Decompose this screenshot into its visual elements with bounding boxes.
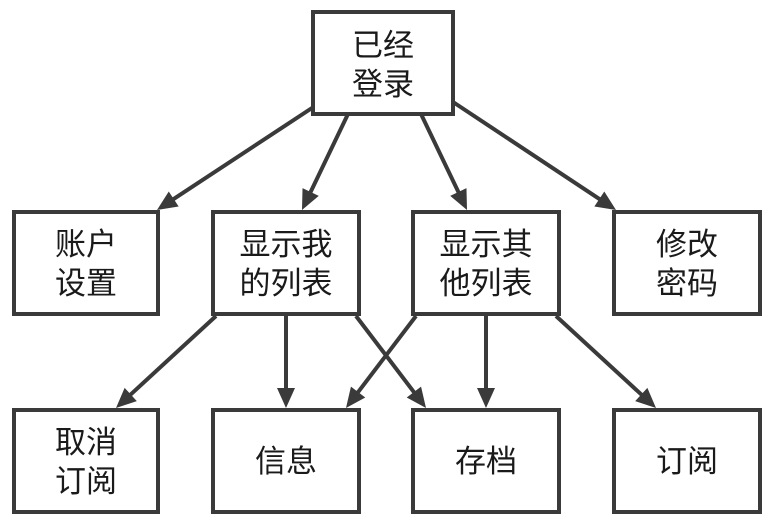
node-label-line: 登录 — [352, 67, 414, 103]
arrowhead-icon — [346, 386, 366, 408]
node-label-line: 已经 — [352, 28, 414, 64]
edge-show-other-list-to-archive — [477, 316, 495, 408]
edge-show-my-list-to-unsubscribe — [116, 314, 218, 408]
node-show-my-list: 显示我 的列表 — [211, 210, 361, 316]
edge-line — [554, 314, 645, 398]
node-label-line: 密码 — [656, 266, 718, 302]
node-label-line: 修改 — [656, 227, 718, 263]
node-info: 信息 — [211, 408, 361, 514]
edge-show-other-list-to-info — [346, 314, 418, 408]
arrowhead-icon — [157, 191, 179, 210]
edge-line — [307, 113, 350, 195]
edges-layer — [116, 100, 656, 408]
arrowhead-icon — [594, 191, 616, 210]
node-archive: 存档 — [411, 408, 561, 514]
arrowhead-icon — [277, 388, 295, 408]
node-account-settings: 账户 设置 — [12, 210, 160, 316]
arrowhead-icon — [635, 387, 656, 408]
edge-line — [355, 314, 418, 395]
arrowhead-icon — [116, 387, 137, 408]
node-subscribe: 订阅 — [612, 408, 762, 514]
node-label-line: 显示其 — [440, 227, 533, 263]
arrowhead-icon — [406, 386, 426, 408]
node-label-line: 账户 — [55, 227, 117, 263]
node-label-line: 取消 — [55, 425, 117, 461]
arrowhead-icon — [450, 188, 467, 210]
edge-logged-in-to-account-settings — [157, 104, 317, 210]
edge-line — [451, 100, 603, 202]
node-label-line: 显示我 — [240, 227, 333, 263]
node-label-line: 订阅 — [55, 464, 117, 500]
node-label-line: 设置 — [55, 266, 117, 302]
node-label-line: 他列表 — [440, 266, 533, 302]
edge-show-my-list-to-archive — [354, 314, 426, 408]
node-label-line: 存档 — [455, 444, 517, 480]
edge-show-my-list-to-info — [277, 316, 295, 408]
edge-line — [127, 314, 218, 398]
arrowhead-icon — [302, 188, 319, 210]
node-label-line: 的列表 — [240, 266, 333, 302]
node-change-password: 修改 密码 — [612, 210, 762, 316]
edge-line — [419, 113, 462, 195]
edge-logged-in-to-change-password — [451, 100, 616, 210]
node-label-line: 信息 — [255, 444, 317, 480]
edge-line — [170, 104, 317, 202]
node-label-line: 订阅 — [656, 444, 718, 480]
edge-logged-in-to-show-other-list — [419, 113, 467, 210]
arrowhead-icon — [477, 388, 495, 408]
node-logged-in: 已经 登录 — [311, 10, 455, 116]
node-show-other-list: 显示其 他列表 — [411, 210, 561, 316]
edge-show-other-list-to-subscribe — [554, 314, 656, 408]
node-unsubscribe: 取消 订阅 — [12, 408, 160, 514]
edge-logged-in-to-show-my-list — [302, 113, 350, 210]
